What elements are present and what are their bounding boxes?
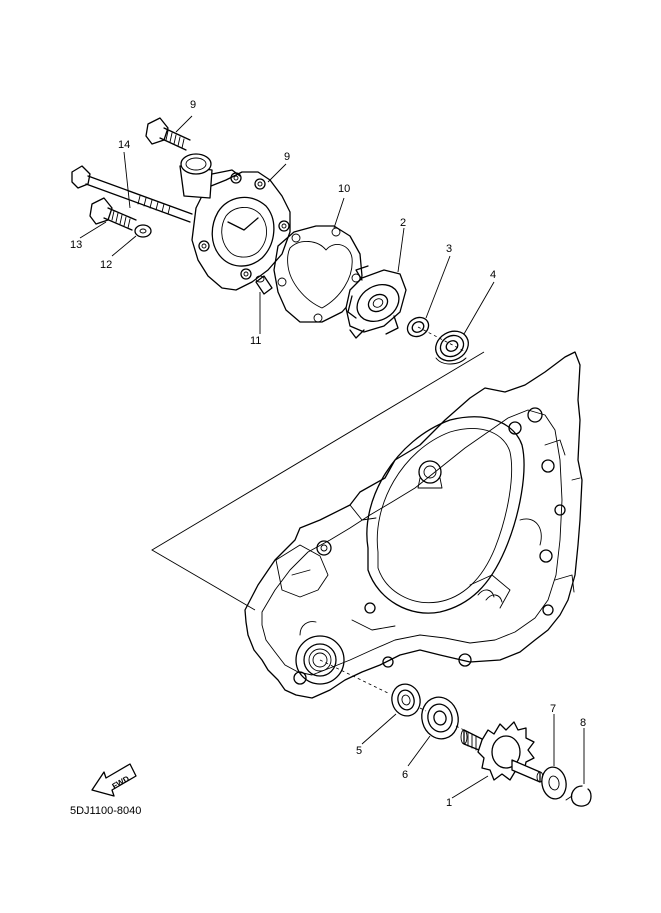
assembly-line-lower	[319, 659, 465, 731]
crankcase	[244, 351, 583, 699]
callout-13-lower: 13	[70, 239, 82, 251]
bolt-13-lower	[89, 197, 137, 231]
washer-12	[134, 224, 152, 238]
callout-2: 2	[400, 217, 406, 229]
callout-5: 5	[356, 745, 362, 757]
circlip-8	[565, 785, 592, 807]
callout-8: 8	[580, 717, 586, 729]
callout-6: 6	[402, 769, 408, 781]
callout-11: 11	[250, 335, 261, 347]
fwd-arrow-icon: FWD	[91, 763, 137, 797]
diagram-code: 5DJ1100-8040	[70, 805, 141, 817]
callout-4: 4	[490, 269, 496, 281]
callout-labels: 9 9 14 10 2 3 4 13 12 11 5 6 1 7 8	[70, 99, 586, 809]
washer-7	[541, 766, 567, 800]
callout-7: 7	[550, 703, 556, 715]
leader-lines	[79, 115, 585, 799]
assembly-path-line	[151, 351, 485, 611]
callout-1: 1	[446, 797, 452, 809]
bolt-14-long	[71, 165, 193, 223]
bolt-13-upper	[145, 117, 191, 151]
callout-9: 9	[284, 151, 290, 163]
bearing	[435, 330, 469, 365]
impeller	[345, 265, 407, 339]
callout-12: 12	[100, 259, 112, 271]
callout-13-upper: 9	[190, 99, 196, 111]
callout-10: 10	[338, 183, 350, 195]
water-pump-cover	[179, 153, 291, 291]
callout-3: 3	[446, 243, 452, 255]
dowel-pin-11	[255, 275, 273, 295]
oil-seal-5	[391, 683, 421, 717]
impeller-shaft-1	[460, 721, 544, 783]
bearing-6	[421, 696, 459, 740]
callout-14: 14	[118, 139, 130, 151]
